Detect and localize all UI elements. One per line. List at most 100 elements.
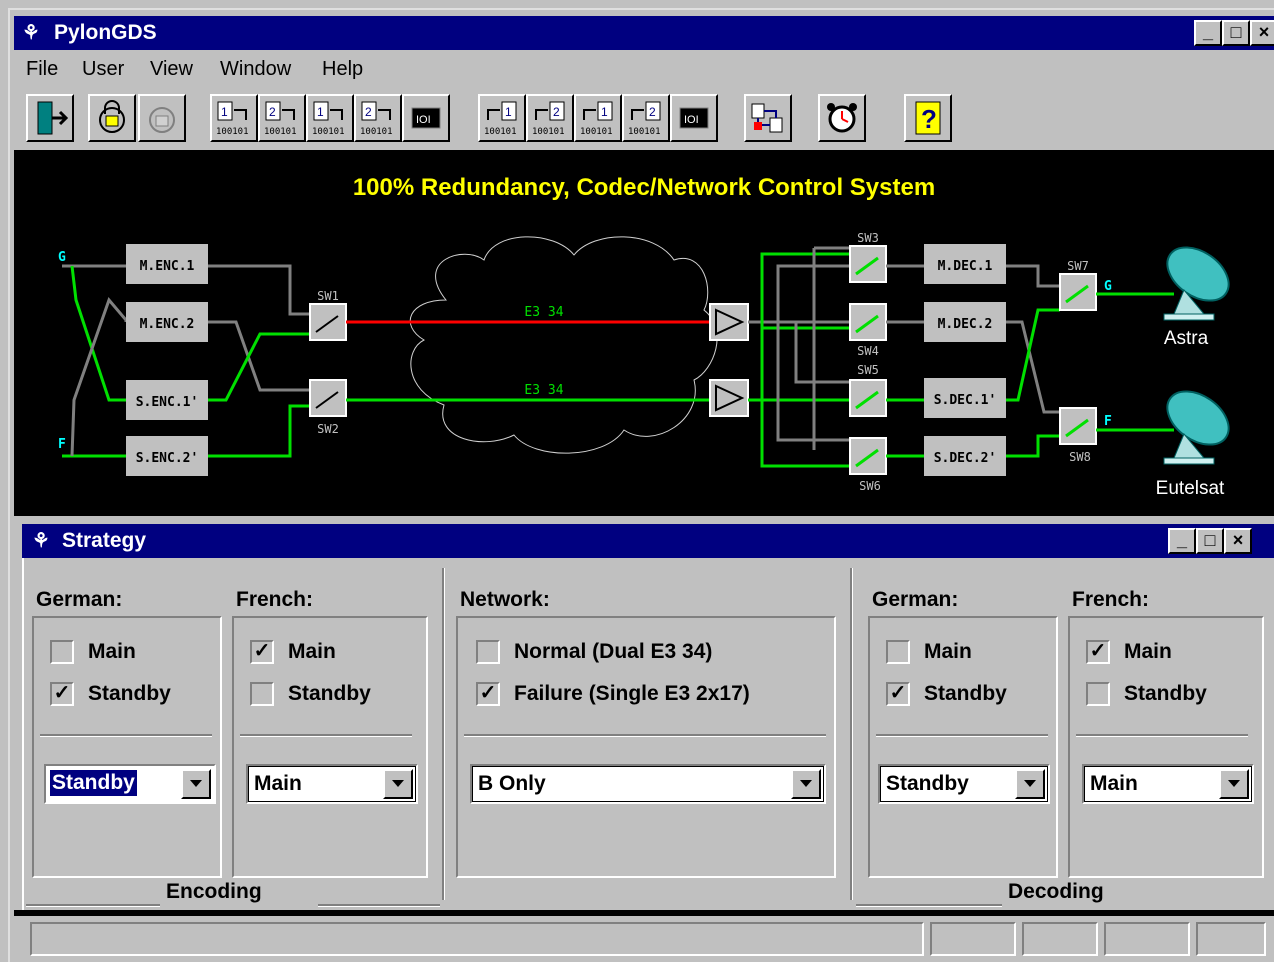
menu-help[interactable]: Help — [322, 58, 364, 80]
switch-sw7[interactable]: SW7 — [1059, 259, 1097, 311]
strategy-maximize-button[interactable]: □ — [1196, 528, 1224, 554]
decoding-french-main-label: Main — [1124, 640, 1172, 663]
divider-network-decoding — [850, 568, 853, 900]
encoding-german-main-label: Main — [88, 640, 136, 663]
encoder-m-enc-1[interactable]: M.ENC.1 — [126, 244, 208, 284]
switch-sw8[interactable]: SW8 — [1059, 407, 1097, 464]
decoding-german-main-checkbox[interactable] — [886, 640, 910, 664]
svg-text:1: 1 — [505, 105, 512, 119]
svg-text:2: 2 — [553, 105, 560, 119]
menu-view[interactable]: View — [150, 58, 193, 80]
strategy-close-button[interactable]: × — [1224, 528, 1252, 554]
network-normal-checkbox[interactable] — [476, 640, 500, 664]
encoding-german-standby-checkbox[interactable]: ✓ — [50, 682, 74, 706]
decoder-1-icon[interactable]: 1 100101 — [478, 94, 526, 142]
svg-text:S.DEC.1': S.DEC.1' — [934, 393, 997, 408]
chevron-down-icon[interactable] — [1219, 769, 1249, 799]
encoding-french-select[interactable]: Main — [246, 764, 418, 804]
encoding-french-group — [232, 616, 428, 878]
svg-text:1: 1 — [601, 105, 608, 119]
chevron-down-icon[interactable] — [181, 769, 211, 799]
menu-window[interactable]: Window — [220, 58, 292, 80]
decoding-french-select[interactable]: Main — [1082, 764, 1254, 804]
menu-user[interactable]: User — [82, 58, 125, 80]
decoder-monitor-icon[interactable]: IOI — [670, 94, 718, 142]
amplifier-b — [709, 379, 749, 417]
link-a-label: E3 34 — [524, 305, 563, 320]
unlock-icon[interactable] — [138, 94, 186, 142]
minimize-button[interactable]: _ — [1194, 20, 1222, 46]
network-select[interactable]: B Only — [470, 764, 826, 804]
encoding-french-standby-label: Standby — [288, 682, 371, 705]
close-button[interactable]: × — [1250, 20, 1274, 46]
svg-text:100101: 100101 — [484, 127, 517, 137]
svg-text:IOI: IOI — [416, 114, 431, 126]
app-icon: ⚘ — [22, 22, 40, 44]
decoding-german-select[interactable]: Standby — [878, 764, 1050, 804]
svg-text:100101: 100101 — [216, 127, 249, 137]
encoder-m-enc-2[interactable]: M.ENC.2 — [126, 302, 208, 342]
decoder-m-dec-1[interactable]: M.DEC.1 — [924, 244, 1006, 284]
switch-sw3[interactable]: SW3 — [849, 231, 887, 283]
svg-text:IOI: IOI — [684, 114, 699, 126]
switch-sw4[interactable]: SW4 — [849, 303, 887, 358]
encoding-german-select[interactable]: Standby — [44, 764, 216, 804]
switch-sw6[interactable]: SW6 — [849, 437, 887, 493]
decoding-french-main-checkbox[interactable]: ✓ — [1086, 640, 1110, 664]
maximize-button[interactable]: □ — [1222, 20, 1250, 46]
help-icon[interactable]: ? — [904, 94, 952, 142]
network-failure-checkbox[interactable]: ✓ — [476, 682, 500, 706]
svg-text:M.ENC.2: M.ENC.2 — [140, 317, 195, 332]
switch-sw1[interactable]: SW1 — [309, 289, 347, 341]
menu-file[interactable]: File — [26, 58, 59, 80]
decoder-s-dec-2[interactable]: S.DEC.2' — [924, 436, 1006, 476]
decoding-german-label: German: — [872, 588, 959, 611]
decoding-french-standby-label: Standby — [1124, 682, 1207, 705]
status-bar-pane — [1196, 922, 1266, 956]
encoding-german-main-checkbox[interactable] — [50, 640, 74, 664]
switch-sw5[interactable]: SW5 — [849, 363, 887, 417]
svg-text:100101: 100101 — [628, 127, 661, 137]
chevron-down-icon[interactable] — [791, 769, 821, 799]
strategy-title: Strategy — [62, 529, 147, 552]
chevron-down-icon[interactable] — [1015, 769, 1045, 799]
svg-text:SW2: SW2 — [317, 422, 339, 436]
svg-text:S.DEC.2': S.DEC.2' — [934, 451, 997, 466]
svg-text:SW6: SW6 — [859, 479, 881, 493]
network-failure-label: Failure (Single E3 2x17) — [514, 682, 750, 705]
strategy-minimize-button[interactable]: _ — [1168, 528, 1196, 554]
exit-icon[interactable] — [26, 94, 74, 142]
encoding-french-standby-checkbox[interactable] — [250, 682, 274, 706]
encoding-caption-line — [26, 904, 160, 907]
alarm-clock-icon[interactable] — [818, 94, 866, 142]
decoder-m-dec-2[interactable]: M.DEC.2 — [924, 302, 1006, 342]
svg-text:100101: 100101 — [264, 127, 297, 137]
network-normal-label: Normal (Dual E3 34) — [514, 640, 713, 663]
decoding-french-standby-checkbox[interactable] — [1086, 682, 1110, 706]
strategy-title-bar: ⚘ Strategy _ □ × — [22, 524, 1274, 558]
chevron-down-icon[interactable] — [383, 769, 413, 799]
encoder-s-enc-1[interactable]: S.ENC.1' — [126, 380, 208, 420]
network-icon[interactable] — [744, 94, 792, 142]
encoding-french-main-checkbox[interactable]: ✓ — [250, 640, 274, 664]
decoding-french-group — [1068, 616, 1264, 878]
lock-icon[interactable] — [88, 94, 136, 142]
separator — [1076, 734, 1248, 737]
switch-sw2[interactable]: SW2 — [309, 379, 347, 436]
window-title: PylonGDS — [54, 21, 157, 44]
svg-text:M.DEC.2: M.DEC.2 — [938, 317, 993, 332]
svg-text:?: ? — [921, 104, 937, 134]
svg-text:SW3: SW3 — [857, 231, 879, 245]
decoder-s-dec-1[interactable]: S.DEC.1' — [924, 378, 1006, 418]
decoding-german-standby-checkbox[interactable]: ✓ — [886, 682, 910, 706]
encoder-monitor-icon[interactable]: IOI — [402, 94, 450, 142]
separator — [240, 734, 412, 737]
encoder-s-enc-2[interactable]: S.ENC.2' — [126, 436, 208, 476]
